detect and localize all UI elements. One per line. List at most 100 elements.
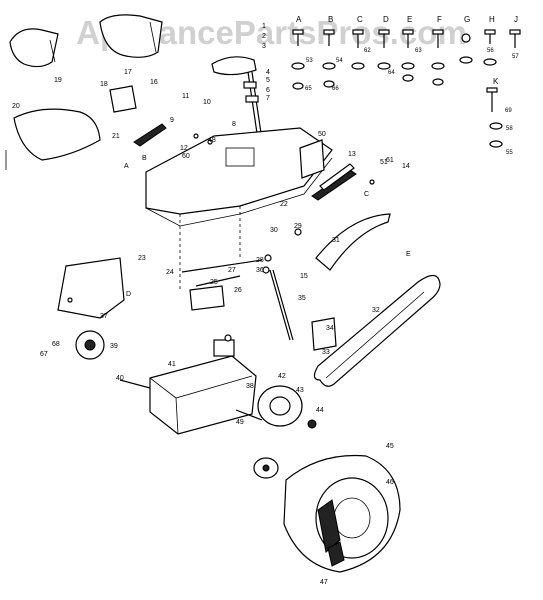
hw-letter-a: A [296, 15, 302, 24]
bracket-part-18 [109, 85, 137, 113]
label-2: 2 [262, 33, 266, 40]
label-49: 49 [236, 419, 244, 426]
view-letter-e: E [406, 251, 411, 258]
blower-housing-part-45 [283, 454, 401, 573]
hw-letter-j: J [514, 15, 518, 24]
label-7: 7 [266, 95, 270, 102]
view-letter-d: D [126, 291, 131, 298]
label-60: 60 [182, 153, 190, 160]
label-20: 20 [12, 103, 20, 110]
label-39: 39 [110, 343, 118, 350]
label-16: 16 [150, 79, 158, 86]
bracket-part-26 [189, 285, 225, 311]
cover-part-20 [5, 108, 101, 170]
hw-num-65: 65 [305, 86, 312, 92]
label-32: 32 [372, 307, 380, 314]
label-12: 12 [180, 145, 188, 152]
label-68: 68 [52, 341, 60, 348]
hw-num-63: 63 [415, 48, 422, 54]
label-42: 42 [278, 373, 286, 380]
label-5: 5 [266, 77, 270, 84]
label-22: 22 [280, 201, 288, 208]
hw-letter-g: G [464, 15, 470, 24]
view-letter-c: C [364, 191, 369, 198]
label-14: 14 [402, 163, 410, 170]
hw-letter-h: H [489, 15, 495, 24]
label-6: 6 [266, 87, 270, 94]
label-34: 34 [326, 325, 334, 332]
misc-fasteners [193, 133, 375, 342]
hw-num-53: 53 [306, 58, 313, 64]
label-25: 25 [210, 279, 218, 286]
hw-letter-d: D [383, 15, 389, 24]
label-1: 1 [262, 23, 266, 30]
view-reference-letters: A B C D E [124, 155, 411, 298]
label-48: 48 [208, 137, 216, 144]
hardware-legend: A B C D E F G H J K [291, 15, 521, 156]
label-11: 11 [182, 93, 189, 100]
seat-pan-part-19 [9, 28, 59, 68]
view-letter-b: B [142, 155, 147, 162]
label-19: 19 [54, 77, 62, 84]
label-27: 27 [228, 267, 236, 274]
linkage-rods [181, 259, 263, 287]
label-46: 46 [386, 479, 394, 486]
label-36: 36 [256, 267, 264, 274]
belt-part-32 [313, 274, 441, 387]
hw-letter-b: B [328, 15, 333, 24]
label-26: 26 [234, 287, 242, 294]
hardware-nuts-washers [291, 56, 503, 148]
label-67: 67 [40, 351, 48, 358]
label-15: 15 [300, 273, 308, 280]
transmission-part-41 [119, 339, 263, 435]
label-9: 9 [170, 117, 174, 124]
pulley-part-39 [75, 330, 105, 360]
label-29: 29 [294, 223, 302, 230]
label-10: 10 [203, 99, 211, 106]
lever-part-21 [133, 123, 167, 147]
bracket-part-50 [299, 139, 325, 179]
hw-num-66: 66 [332, 86, 339, 92]
label-4: 4 [266, 69, 270, 76]
hw-letter-c: C [357, 15, 363, 24]
label-47: 47 [320, 579, 328, 586]
part-callouts: 1 2 3 4 5 6 7 8 9 10 11 12 13 14 15 16 1… [12, 23, 410, 586]
hw-num-62: 62 [364, 48, 371, 54]
label-28: 28 [256, 257, 264, 264]
hw-num-64: 64 [388, 70, 395, 76]
steering-column [243, 71, 263, 141]
label-23: 23 [138, 255, 146, 262]
label-61: 61 [386, 157, 394, 164]
hw-num-57: 57 [512, 54, 519, 60]
hw-num-54: 54 [336, 58, 343, 64]
label-40: 40 [116, 375, 124, 382]
hw-letter-f: F [437, 15, 442, 24]
hw-num-69: 69 [505, 108, 512, 114]
hw-num-55: 55 [506, 150, 513, 156]
label-31: 31 [332, 237, 340, 244]
label-43: 43 [296, 387, 304, 394]
seat-pan-part-17 [99, 14, 163, 58]
rod-part-35 [269, 269, 294, 341]
hardware-bolts [292, 29, 521, 112]
label-13: 13 [348, 151, 356, 158]
hw-letter-k: K [493, 77, 499, 86]
panel-part-23 [57, 257, 125, 319]
label-35: 35 [298, 295, 306, 302]
label-21: 21 [112, 133, 120, 140]
view-letter-a: A [124, 163, 129, 170]
fender-part-31 [315, 213, 391, 271]
hw-num-58: 58 [506, 126, 513, 132]
label-38: 38 [246, 383, 254, 390]
label-30: 30 [270, 227, 278, 234]
label-18: 18 [100, 81, 108, 88]
label-17: 17 [124, 69, 132, 76]
label-33: 33 [322, 349, 330, 356]
hw-letter-e: E [407, 15, 412, 24]
label-50: 50 [318, 131, 326, 138]
pedal-part-13 [311, 163, 357, 201]
hw-num-56: 56 [487, 48, 494, 54]
console-top-part-1 [211, 56, 257, 76]
main-frame-deck [145, 127, 333, 290]
